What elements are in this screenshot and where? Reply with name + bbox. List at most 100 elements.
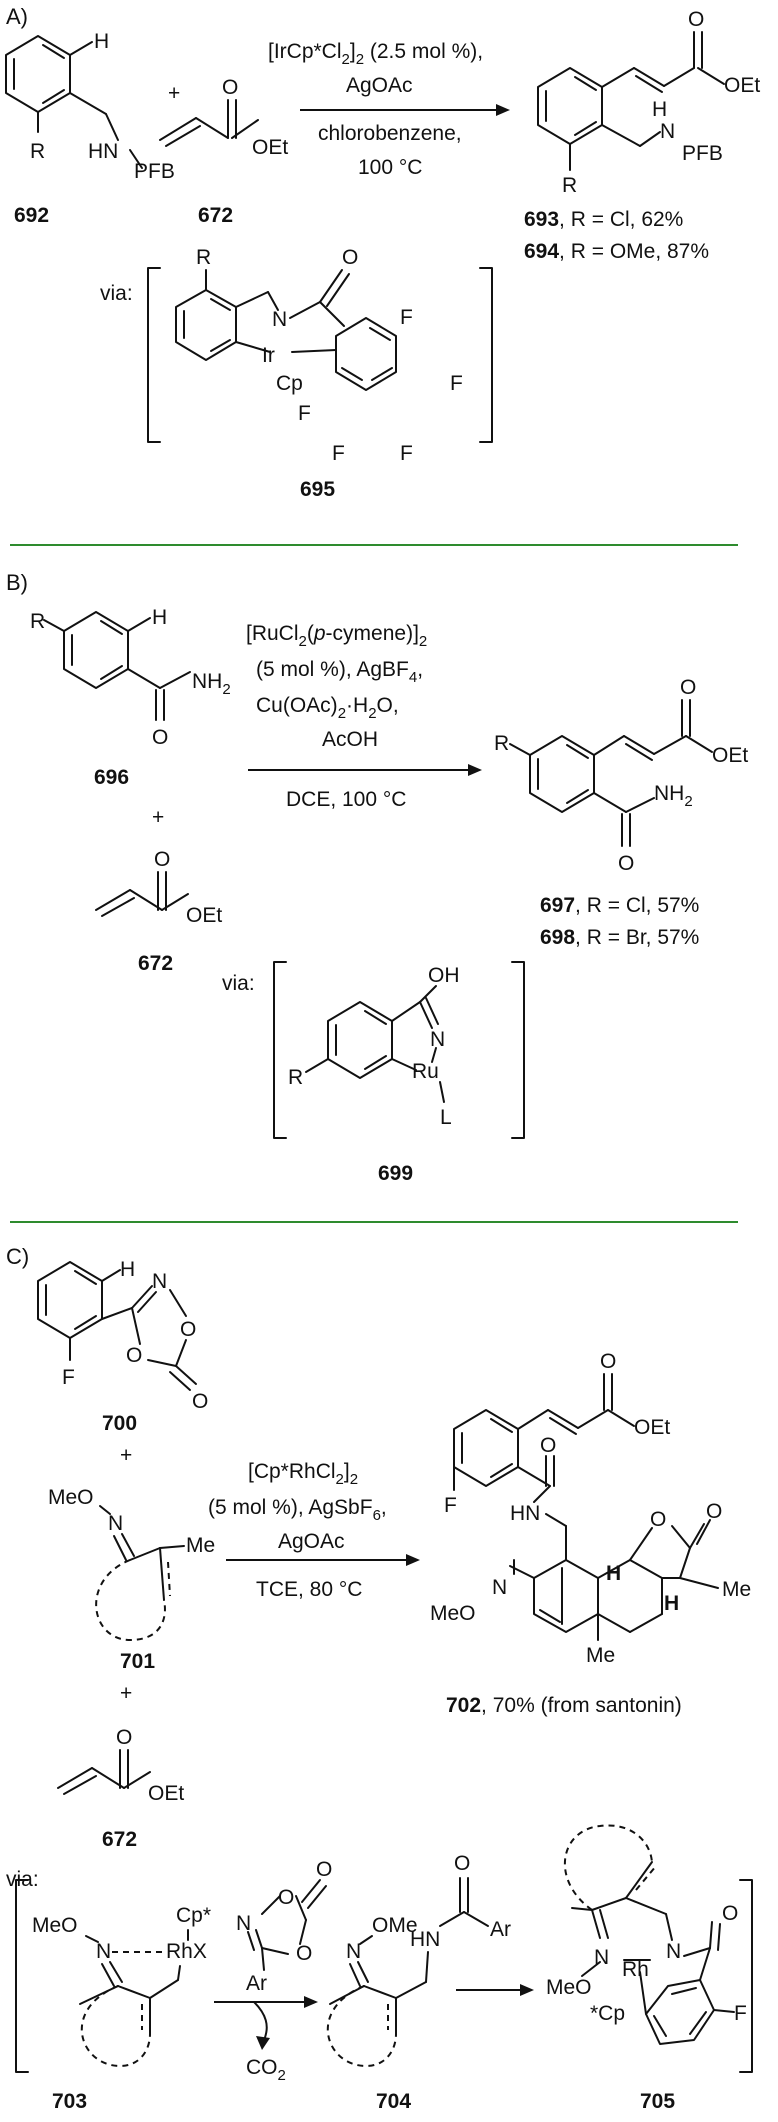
c702-h1: H	[606, 1562, 621, 1585]
product-693-694-structure	[537, 31, 725, 171]
intermediate-695-structure	[175, 269, 397, 391]
b-r-group: R	[30, 610, 45, 633]
dioxazolone-n: N	[236, 1912, 251, 1935]
compound-id-692: 692	[14, 204, 49, 227]
product-h: H	[652, 98, 667, 121]
int699-oh: OH	[428, 964, 460, 987]
hn-group: HN	[88, 140, 118, 163]
c672-o: O	[116, 1726, 132, 1749]
compound-id-703: 703	[52, 2090, 87, 2113]
c705-rh: Rh	[622, 1958, 649, 1981]
dioxazolone-ar: Ar	[246, 1972, 267, 1995]
int699-n: N	[430, 1028, 445, 1051]
int695-f2: F	[450, 372, 463, 395]
c702-meo: MeO	[430, 1602, 476, 1625]
c701-me: Me	[186, 1534, 215, 1557]
product-697-698-structure	[509, 699, 713, 847]
compound-id-696: 696	[94, 766, 129, 789]
compound-696-structure	[43, 611, 191, 721]
c705-f: F	[734, 2002, 747, 2025]
reagent-loading-b: (5 mol %), AgBF4,	[256, 658, 423, 686]
result-697: 697, R = Cl, 57%	[540, 894, 699, 917]
c700-n: N	[152, 1270, 167, 1293]
result-693: 693, R = Cl, 62%	[524, 208, 683, 231]
c700-o2: O	[126, 1344, 142, 1367]
pfb-group: PFB	[134, 160, 175, 183]
compound-id-704: 704	[376, 2090, 411, 2113]
b-product-amide-o: O	[618, 852, 634, 875]
reagent-acid-b: AcOH	[322, 728, 378, 751]
compound-700-structure	[37, 1261, 197, 1391]
c702-n: N	[492, 1576, 507, 1599]
dioxazolone-o3: O	[296, 1942, 312, 1965]
c672-oet: OEt	[148, 1782, 184, 1805]
product-r: R	[562, 174, 577, 197]
compound-672-structure	[159, 99, 259, 147]
c700-o3: O	[192, 1390, 208, 1413]
c701-n: N	[108, 1512, 123, 1535]
c-plus-2: +	[120, 1682, 132, 1705]
c701-meo: MeO	[48, 1486, 94, 1509]
carbonyl-o: O	[222, 76, 238, 99]
intermediate-699-bracket	[273, 961, 525, 1139]
c705-n1: N	[594, 1946, 609, 1969]
dioxazolone-o1: O	[278, 1886, 294, 1909]
section-label-c: C)	[6, 1244, 29, 1269]
c702-oet: OEt	[634, 1416, 670, 1439]
int695-n: N	[272, 308, 287, 331]
b-plus-sign: +	[152, 806, 164, 829]
c-plus-1: +	[120, 1444, 132, 1467]
int695-f5: F	[298, 402, 311, 425]
b-product-o: O	[680, 676, 696, 699]
dioxazolone-o2: O	[316, 1858, 332, 1881]
reagent-catalyst-c: [Cp*RhCl2]2	[248, 1460, 358, 1488]
int695-f3: F	[400, 442, 413, 465]
c703-cp: Cp*	[176, 1904, 211, 1927]
b-nh2: NH2	[192, 670, 231, 698]
int703-structure	[79, 1929, 189, 2068]
b-product-oet: OEt	[712, 744, 748, 767]
via-label-b: via:	[222, 972, 255, 995]
c705-cp: *Cp	[590, 2002, 625, 2025]
product-702-structure	[453, 1373, 719, 1641]
compound-id-699: 699	[378, 1162, 413, 1185]
compound-id-701: 701	[120, 1650, 155, 1673]
product-n: N	[660, 120, 675, 143]
int695-ir: Ir	[262, 344, 275, 367]
c702-me1: Me	[722, 1578, 751, 1601]
c702-ring-o: O	[650, 1508, 666, 1531]
int695-o: O	[342, 246, 358, 269]
c704-ar: Ar	[490, 1918, 511, 1941]
intermediate-695-bracket	[147, 267, 493, 443]
b-acrylate-o: O	[154, 848, 170, 871]
r-group: R	[30, 140, 45, 163]
int705-structure	[563, 1824, 735, 2045]
co2-label: CO2	[246, 2056, 286, 2084]
c700-h: H	[120, 1258, 135, 1281]
int695-f4: F	[332, 442, 345, 465]
c705-meo: MeO	[546, 1976, 592, 1999]
c703-n: N	[96, 1940, 111, 1963]
reagent-solvent-c: TCE, 80 °C	[256, 1578, 362, 1601]
c702-h2: H	[664, 1592, 679, 1615]
section-label-b: B)	[6, 570, 28, 595]
c704-hn: HN	[410, 1928, 440, 1951]
product-oet: OEt	[724, 74, 760, 97]
compound-701-structure	[95, 1505, 185, 1642]
compound-672b-structure	[95, 871, 189, 917]
c702-me2: Me	[586, 1644, 615, 1667]
compound-692-structure	[5, 35, 143, 169]
reagent-loading-c: (5 mol %), AgSbF6,	[208, 1496, 387, 1524]
dioxazolone-structure	[247, 1879, 327, 1971]
section-label-a: A)	[6, 4, 28, 29]
b-product-r: R	[494, 732, 509, 755]
c702-amide-o: O	[540, 1434, 556, 1457]
reagent-catalyst-a: [IrCp*Cl2]2 (2.5 mol %),	[268, 40, 483, 68]
compound-id-672b: 672	[138, 952, 173, 975]
b-carbonyl-o: O	[152, 726, 168, 749]
reagent-oxidant-b: Cu(OAc)2·H2O,	[256, 694, 399, 722]
int695-r: R	[196, 246, 211, 269]
c702-o: O	[600, 1350, 616, 1373]
via-label-a: via:	[100, 282, 133, 305]
product-carbonyl-o: O	[688, 8, 704, 31]
